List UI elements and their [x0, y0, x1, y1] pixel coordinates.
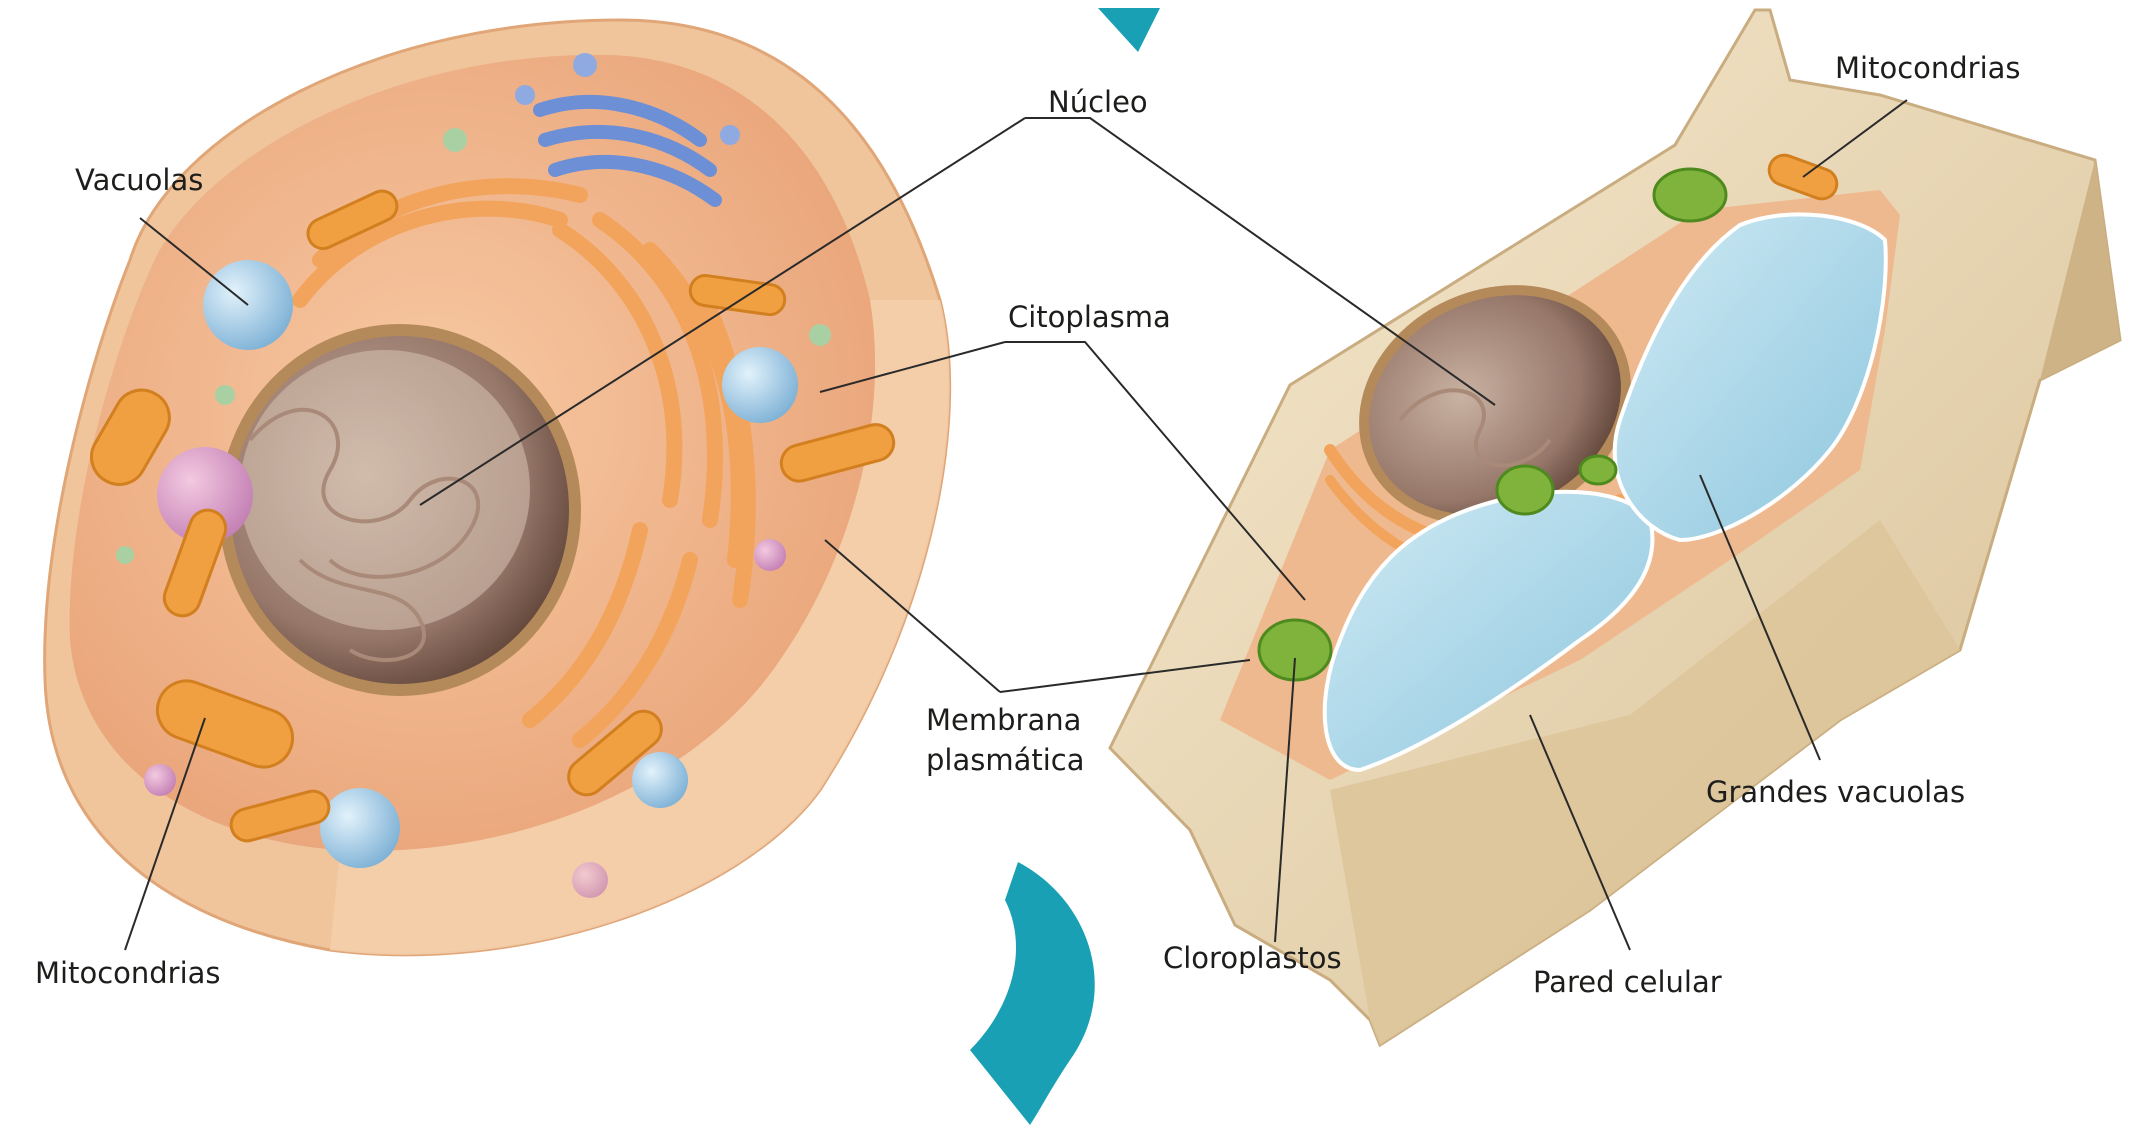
label-nucleo: Núcleo	[1048, 85, 1148, 119]
label-membrana-line2: plasmática	[926, 743, 1085, 777]
label-pared-celular: Pared celular	[1533, 965, 1722, 999]
label-cloroplastos: Cloroplastos	[1163, 941, 1342, 975]
decorative-arrow-bottom	[970, 862, 1095, 1125]
label-citoplasma: Citoplasma	[1008, 300, 1171, 334]
decorative-arrow-top	[1098, 8, 1160, 52]
label-membrana-line1: Membrana	[926, 703, 1081, 737]
plant-cell	[1110, 10, 2120, 1045]
label-grandes-vacuolas: Grandes vacuolas	[1706, 775, 1965, 809]
label-mitocondrias-vegetal: Mitocondrias	[1835, 51, 2021, 85]
label-vacuolas: Vacuolas	[75, 163, 203, 197]
animal-nucleus	[225, 330, 575, 690]
label-mitocondrias-animal: Mitocondrias	[35, 956, 221, 990]
animal-cell	[45, 20, 950, 955]
